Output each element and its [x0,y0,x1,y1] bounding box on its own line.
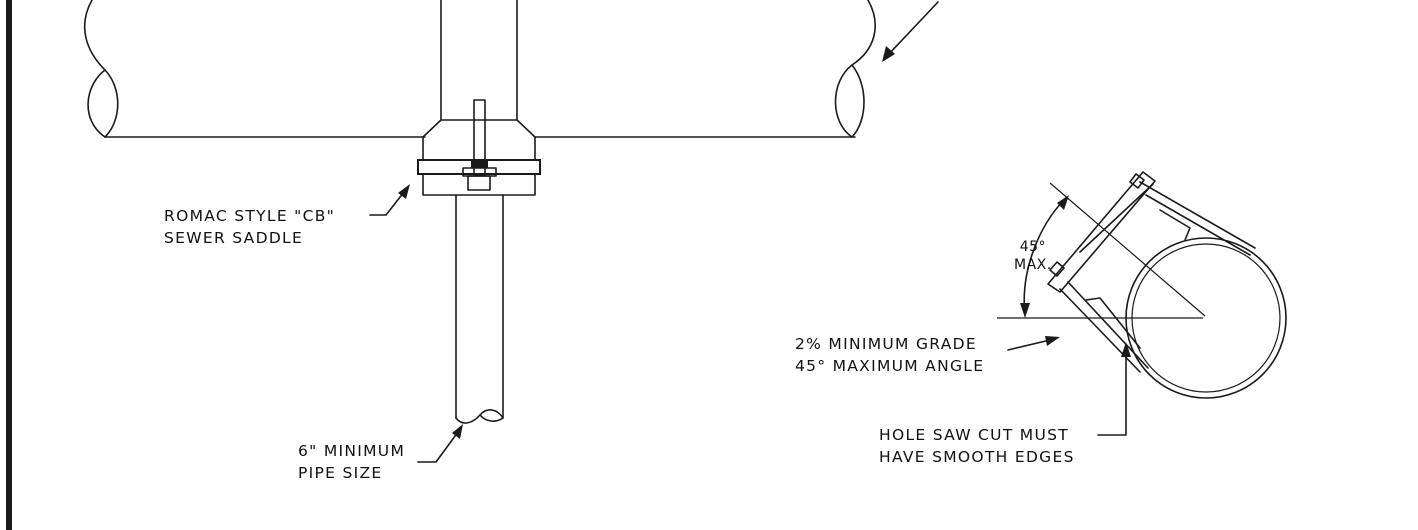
holesaw-leader [1097,342,1131,436]
saddle-label: ROMAC STYLE "CB" SEWER SADDLE [164,207,336,247]
angle-label: 45° MAX. [1014,239,1052,273]
saddle-body [417,99,541,196]
side-view-detail [997,171,1287,399]
grade-leader [1007,336,1060,351]
vertical-riser [440,0,518,121]
holesaw-label: HOLE SAW CUT MUST HAVE SMOOTH EDGES [879,426,1075,466]
upper-right-leader [882,1,939,62]
main-sewer-pipe [83,0,876,138]
grade-label: 2% MINIMUM GRADE 45° MAXIMUM ANGLE [795,335,985,375]
frame-border [6,0,12,530]
lateral-pipe [455,194,504,424]
pipe-size-label: 6" MINIMUM PIPE SIZE [298,442,406,482]
saddle-leader [369,184,410,216]
pipe-size-leader [417,424,463,463]
